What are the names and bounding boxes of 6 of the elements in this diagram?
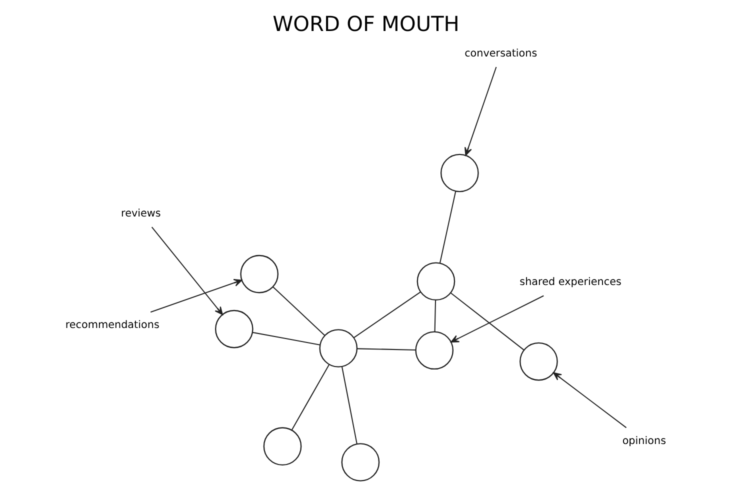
- node-text: recommendations: [65, 319, 160, 332]
- diagram-title: WORD OF MOUTH: [272, 12, 460, 36]
- node-text: reviews: [121, 207, 161, 220]
- node-text: shared experiences: [520, 276, 622, 288]
- node-text: opinions: [622, 434, 666, 447]
- node-text: conversations: [464, 47, 538, 60]
